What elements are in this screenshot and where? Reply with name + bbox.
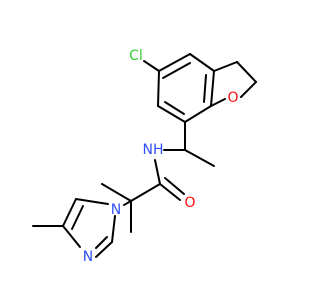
bond-imidazole-c4-n3: [62, 225, 81, 248]
atom-label-amide-nitrogen: NH: [143, 142, 164, 158]
bond-furan-1: [213, 61, 238, 72]
bond-imidazole-c5-c4: [62, 198, 77, 227]
bond-carbonyl-o-double: [164, 177, 185, 195]
atom-labels: Cl O NH O N N: [83, 48, 239, 265]
bond-furan-3: [240, 81, 257, 98]
bond-carbonyl-quaternary: [130, 183, 161, 202]
bond-imidazole-c2-n1: [111, 215, 116, 243]
bonds: [32, 53, 257, 258]
atom-label-chlorine: Cl: [129, 48, 143, 64]
bond-nh-carbonyl: [154, 159, 161, 185]
bond-imidazole-n3-c2: [95, 241, 113, 258]
bond-carbonyl-o: [159, 183, 181, 201]
bond-benzene-3-inner: [203, 74, 207, 103]
bond-cl: [143, 60, 160, 72]
atom-label-carbonyl-oxygen: O: [184, 195, 195, 211]
bond-benzene-5-inner: [164, 101, 185, 115]
bond-benzene-3: [210, 70, 215, 107]
atom-label-imidazole-n3: N: [83, 249, 93, 265]
bond-imidazole-c5-c4-double: [71, 205, 84, 230]
bond-imidazole-n1-c5: [75, 198, 109, 205]
bond-benzene-6: [157, 70, 160, 107]
bond-benzene-1-inner: [162, 62, 191, 79]
bond-imidazole-n3-c2-double: [95, 236, 108, 249]
bond-quaternary-methyl-1: [101, 183, 132, 202]
bond-quaternary-n1: [123, 200, 132, 206]
bond-furan-4: [210, 98, 226, 107]
atom-label-imidazole-n1: N: [111, 202, 121, 218]
bond-benzene-1: [158, 53, 191, 72]
bond-benzene-4: [184, 105, 212, 123]
bond-ch-methyl: [184, 149, 215, 167]
bond-benzene-5: [157, 105, 186, 123]
bond-benzene-2: [189, 53, 215, 72]
bond-furan-2: [236, 61, 257, 83]
molecule-structure-diagram: Cl O NH O N N: [32, 48, 257, 265]
atom-label-ring-oxygen: O: [227, 90, 238, 106]
